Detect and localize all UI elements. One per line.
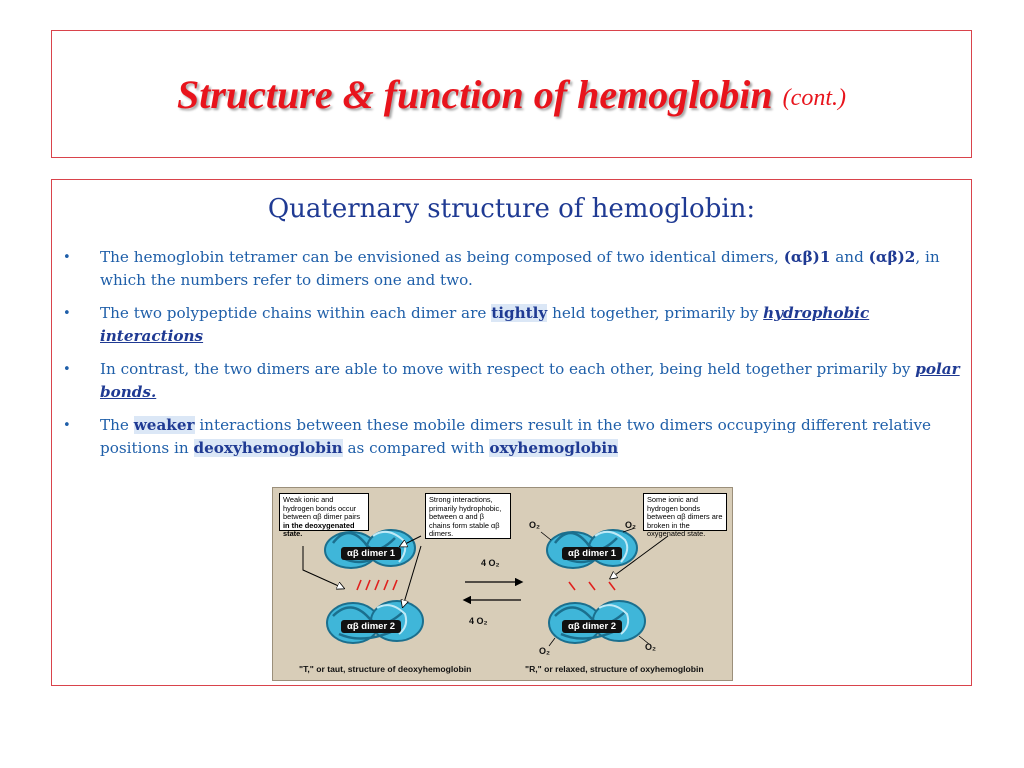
bullet-text: , in which the numbers refer to dimers o… <box>100 248 940 289</box>
bullet-keyword: (αβ)1 <box>783 248 831 266</box>
callout-deoxy-bonds: Weak ionic and hydrogen bonds occur betw… <box>279 493 369 538</box>
deoxy-bonds <box>356 579 398 591</box>
callout-text: Some ionic and hydrogen bonds between αβ… <box>647 495 723 539</box>
bullet-keyword: (αβ)2 <box>868 248 916 266</box>
bullet-item: • The hemoglobin tetramer can be envisio… <box>62 246 962 292</box>
oxy-dimer2-label: αβ dimer 2 <box>562 620 623 633</box>
slide-title-cont: (cont.) <box>782 84 846 111</box>
hemoglobin-figure: Weak ionic and hydrogen bonds occur betw… <box>272 487 733 681</box>
deoxy-dimer2-label: αβ dimer 2 <box>341 620 402 633</box>
caption-deoxy: "T," or taut, structure of deoxyhemoglob… <box>299 664 472 674</box>
bullet-keyword: hydrophobic interactions <box>100 304 870 345</box>
callout-text-bold: in the deoxygenated state. <box>283 520 355 539</box>
bullet-icon: • <box>63 306 71 321</box>
bullet-keyword: polar bonds. <box>100 360 960 401</box>
bullet-text: as compared with <box>342 439 490 457</box>
deoxy-dimer1-label: αβ dimer 1 <box>341 547 402 560</box>
title-box: Structure & function of hemoglobin (cont… <box>51 30 972 158</box>
bullet-text: In contrast, the two dimers are able to … <box>100 360 916 378</box>
o2-label: O₂ <box>539 646 550 656</box>
bullet-list: • The hemoglobin tetramer can be envisio… <box>62 246 962 470</box>
content-box: Quaternary structure of hemoglobin: • Th… <box>51 179 972 686</box>
callout-oxy-bonds: Some ionic and hydrogen bonds between αβ… <box>643 493 727 538</box>
bullet-item: • The two polypeptide chains within each… <box>62 302 962 348</box>
bullet-text: The hemoglobin tetramer can be envisione… <box>100 248 784 266</box>
section-heading: Quaternary structure of hemoglobin: <box>267 194 756 224</box>
callout-text: Strong interactions, primarily hydrophob… <box>429 495 502 539</box>
bullet-icon: • <box>63 418 71 433</box>
arrow-bottom-label: 4 O₂ <box>469 616 488 626</box>
arrow-top-label: 4 O₂ <box>481 558 500 568</box>
bullet-icon: • <box>63 250 71 265</box>
o2-label: O₂ <box>645 642 656 652</box>
o2-label: O₂ <box>625 520 636 530</box>
bullet-item: • In contrast, the two dimers are able t… <box>62 358 962 404</box>
bullet-keyword: oxyhemoglobin <box>489 439 619 457</box>
oxy-dimer1-label: αβ dimer 1 <box>562 547 623 560</box>
bullet-text: interactions between these mobile dimers… <box>100 416 932 457</box>
bullet-text: The two polypeptide chains within each d… <box>100 304 492 322</box>
bullet-keyword: tightly <box>491 304 548 322</box>
bullet-text: The <box>100 416 134 434</box>
callout-dimer-interactions: Strong interactions, primarily hydrophob… <box>425 493 511 539</box>
bullet-keyword: deoxyhemoglobin <box>193 439 343 457</box>
bullet-text: held together, primarily by <box>547 304 764 322</box>
bullet-text: and <box>830 248 869 266</box>
o2-label: O₂ <box>529 520 540 530</box>
bullet-keyword: weaker <box>133 416 195 434</box>
bullet-icon: • <box>63 362 71 377</box>
callout-text: Weak ionic and hydrogen bonds occur betw… <box>283 495 361 522</box>
caption-oxy: "R," or relaxed, structure of oxyhemoglo… <box>525 664 704 674</box>
oxy-broken-bonds <box>568 581 616 591</box>
bullet-item: • The weaker interactions between these … <box>62 414 962 460</box>
slide-title: Structure & function of hemoglobin <box>177 71 773 117</box>
